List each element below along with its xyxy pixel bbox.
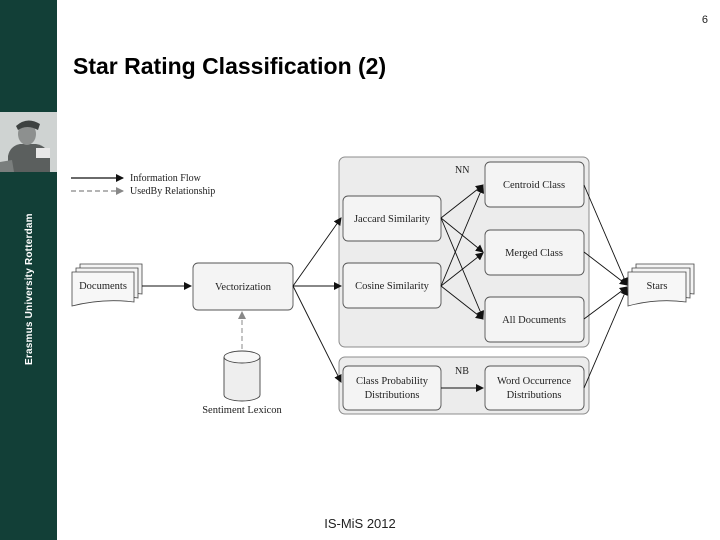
sidebar: Erasmus University Rotterdam	[0, 0, 57, 540]
flow-merged-stars	[583, 251, 628, 286]
word-occurrence-node: Word Occurrence Distributions	[484, 365, 585, 411]
erasmus-portrait-logo	[0, 112, 57, 172]
all-documents-node: All Documents	[484, 296, 585, 343]
documents-node: Documents	[71, 263, 143, 307]
sentiment-lexicon-node: Sentiment Lexicon	[202, 350, 283, 416]
class-probability-line1: Class Probability	[356, 376, 429, 387]
legend-used-by: UsedBy Relationship	[130, 186, 215, 197]
centroid-node: Centroid Class	[484, 161, 585, 208]
legend: Information Flow UsedBy Relationship	[71, 173, 215, 197]
stars-node: Stars	[627, 263, 695, 307]
nn-label: NN	[455, 165, 469, 176]
flow-alldocs-stars	[583, 286, 628, 320]
flow-jaccard-alldocs	[440, 217, 484, 319]
all-documents-label: All Documents	[502, 315, 566, 326]
stars-label: Stars	[647, 281, 668, 292]
flow-cosine-alldocs	[440, 285, 484, 320]
flow-vectorization-classprob	[292, 285, 342, 383]
legend-information-flow: Information Flow	[130, 173, 202, 184]
merged-node: Merged Class	[484, 229, 585, 276]
slide-title: Star Rating Classification (2)	[73, 53, 387, 79]
nb-label: NB	[455, 366, 469, 377]
vectorization-label: Vectorization	[215, 282, 272, 293]
flow-centroid-stars	[583, 184, 628, 286]
sentiment-lexicon-label: Sentiment Lexicon	[202, 405, 282, 416]
flow-wordocc-stars	[583, 287, 628, 389]
vectorization-node: Vectorization	[192, 262, 294, 311]
flow-cosine-centroid	[440, 185, 484, 287]
class-probability-node: Class Probability Distributions	[342, 365, 442, 411]
page-number: 6	[701, 14, 708, 26]
flow-jaccard-centroid	[440, 184, 484, 219]
jaccard-label: Jaccard Similarity	[354, 214, 431, 225]
merged-label: Merged Class	[505, 248, 563, 259]
class-probability-line2: Distributions	[365, 390, 420, 401]
connectors	[142, 184, 628, 392]
word-occurrence-line2: Distributions	[507, 390, 562, 401]
flow-vectorization-jaccard	[292, 217, 342, 287]
jaccard-node: Jaccard Similarity	[342, 195, 442, 242]
word-occurrence-line1: Word Occurrence	[497, 376, 571, 387]
cosine-label: Cosine Similarity	[355, 281, 430, 292]
slide-footer: IS-MiS 2012	[324, 516, 396, 531]
cosine-node: Cosine Similarity	[342, 262, 442, 309]
documents-label: Documents	[79, 281, 127, 292]
flow-cosine-merged	[440, 252, 484, 287]
centroid-label: Centroid Class	[503, 180, 565, 191]
